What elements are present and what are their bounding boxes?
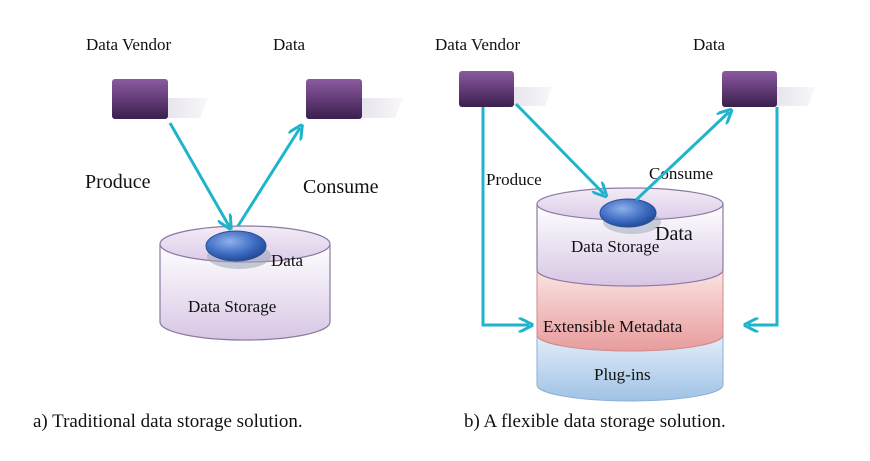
panel-b-vendor-metadata-arrow [481,107,529,325]
panel-b-data-blob [599,198,661,234]
panel-a-vendor-label: Data Vendor [86,35,171,54]
panel-b-metadata-label: Extensible Metadata [543,317,683,336]
panel-b-consumer-metadata-arrow [748,107,779,325]
panel-a: Data Vendor Data Produce Consume Data Da… [33,35,403,432]
panel-b-vendor-label: Data Vendor [435,35,520,54]
panel-b-storage-label: Data Storage [571,237,659,256]
panel-a-blob-label: Data [271,251,304,270]
panel-b-consume-label: Consume [649,164,713,183]
panel-a-data-label: Data [273,35,306,54]
panel-b-vendor-terminal-icon [459,71,552,107]
panel-b-blob-label: Data [655,223,693,245]
panel-b: Data Vendor Data Data Dat [435,35,815,432]
panel-b-caption: b) A flexible data storage solution. [464,411,726,432]
panel-b-consume-arrow [634,112,729,202]
panel-b-produce-label: Produce [486,170,542,189]
panel-a-consume-label: Consume [303,176,379,198]
panel-a-vendor-terminal-icon [112,79,208,119]
panel-a-caption: a) Traditional data storage solution. [33,411,303,432]
panel-b-produce-arrow [514,102,604,194]
panel-a-data-blob [205,230,271,269]
panel-a-consumer-terminal-icon [306,79,403,119]
panel-b-data-label: Data [693,35,726,54]
panel-b-consumer-terminal-icon [722,71,815,107]
panel-a-storage-label: Data Storage [188,297,276,316]
panel-a-produce-label: Produce [85,171,151,193]
panel-b-plugins-label: Plug-ins [594,365,651,384]
panel-a-consume-arrow [236,128,300,227]
panel-a-produce-arrow [168,122,229,226]
